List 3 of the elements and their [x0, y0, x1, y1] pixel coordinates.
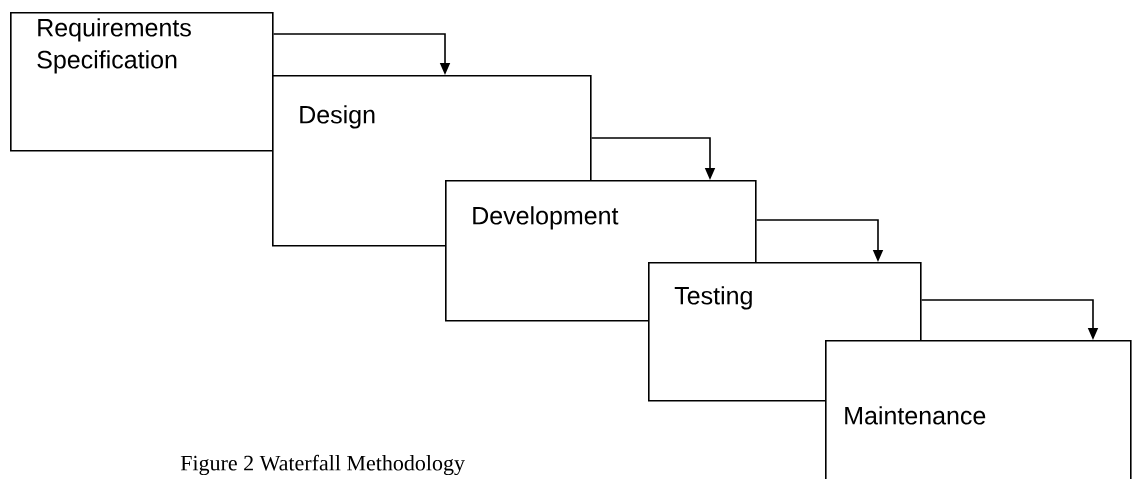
process-box: Maintenance — [825, 340, 1132, 479]
caption: Figure 2 Waterfall Methodology — [180, 454, 465, 476]
process-box: Requirements Specification — [10, 12, 274, 152]
